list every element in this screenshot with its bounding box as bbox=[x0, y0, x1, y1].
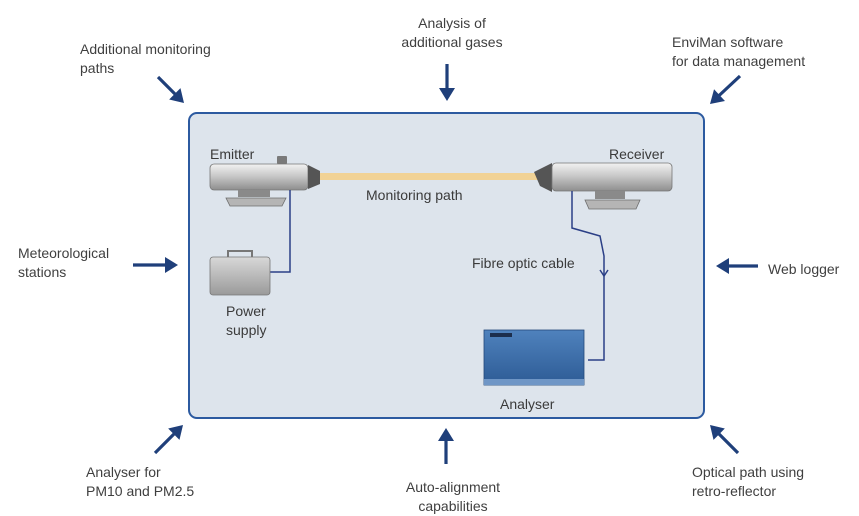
receiver-icon bbox=[534, 162, 673, 210]
monitoring-path-beam bbox=[318, 173, 538, 180]
label-optical-path-retro-reflector: Optical path using retro-reflector bbox=[692, 463, 804, 501]
label-line: Additional monitoring bbox=[80, 41, 211, 57]
analyser-icon bbox=[483, 329, 585, 386]
label-line: supply bbox=[226, 322, 267, 338]
label-auto-alignment: Auto-alignment capabilities bbox=[383, 478, 523, 516]
label-line: Web logger bbox=[768, 261, 840, 277]
label-receiver: Receiver bbox=[609, 146, 665, 162]
label-line: for data management bbox=[672, 53, 806, 69]
label-power-supply: Power supply bbox=[226, 302, 266, 340]
label-line: Analyser for bbox=[86, 464, 161, 480]
emitter-icon bbox=[209, 156, 320, 207]
arrows-group bbox=[133, 64, 758, 464]
label-web-logger: Web logger bbox=[768, 260, 839, 279]
label-analyser-pm: Analyser for PM10 and PM2.5 bbox=[86, 463, 194, 501]
label-line: Power bbox=[226, 303, 266, 319]
label-line: stations bbox=[18, 264, 67, 280]
label-meteorological-stations: Meteorological stations bbox=[18, 244, 109, 282]
label-line: paths bbox=[80, 60, 115, 76]
label-line: EnviMan software bbox=[672, 34, 784, 50]
arrow-bottom-left-icon bbox=[153, 425, 183, 455]
power-supply-icon bbox=[209, 250, 271, 296]
label-monitoring-path: Monitoring path bbox=[366, 187, 463, 203]
arrow-middle-left-icon bbox=[133, 257, 178, 273]
label-additional-monitoring-paths: Additional monitoring paths bbox=[80, 40, 211, 78]
arrow-bottom-center-icon bbox=[438, 428, 454, 464]
label-line: Analysis of bbox=[418, 15, 486, 31]
arrow-top-right-icon bbox=[710, 74, 742, 104]
label-line: Meteorological bbox=[18, 245, 110, 261]
label-emitter: Emitter bbox=[210, 146, 255, 162]
label-line: retro-reflector bbox=[692, 483, 777, 499]
arrow-middle-right-icon bbox=[716, 258, 758, 274]
label-analysis-additional-gases: Analysis of additional gases bbox=[387, 14, 517, 52]
label-line: Optical path using bbox=[692, 464, 805, 480]
arrow-top-left-icon bbox=[156, 75, 184, 103]
label-fibre-optic-cable: Fibre optic cable bbox=[472, 255, 575, 271]
label-analyser: Analyser bbox=[500, 396, 555, 412]
arrow-top-center-icon bbox=[439, 64, 455, 101]
power-cable bbox=[270, 190, 291, 273]
label-line: additional gases bbox=[401, 34, 503, 50]
arrow-bottom-right-icon bbox=[710, 425, 740, 455]
label-line: PM10 and PM2.5 bbox=[86, 483, 195, 499]
fibre-optic-cable bbox=[571, 191, 605, 361]
fibre-cable-marker bbox=[599, 269, 609, 278]
label-enviman-software: EnviMan software for data management bbox=[672, 33, 805, 71]
label-line: Auto-alignment bbox=[405, 479, 501, 495]
label-line: capabilities bbox=[418, 498, 488, 514]
